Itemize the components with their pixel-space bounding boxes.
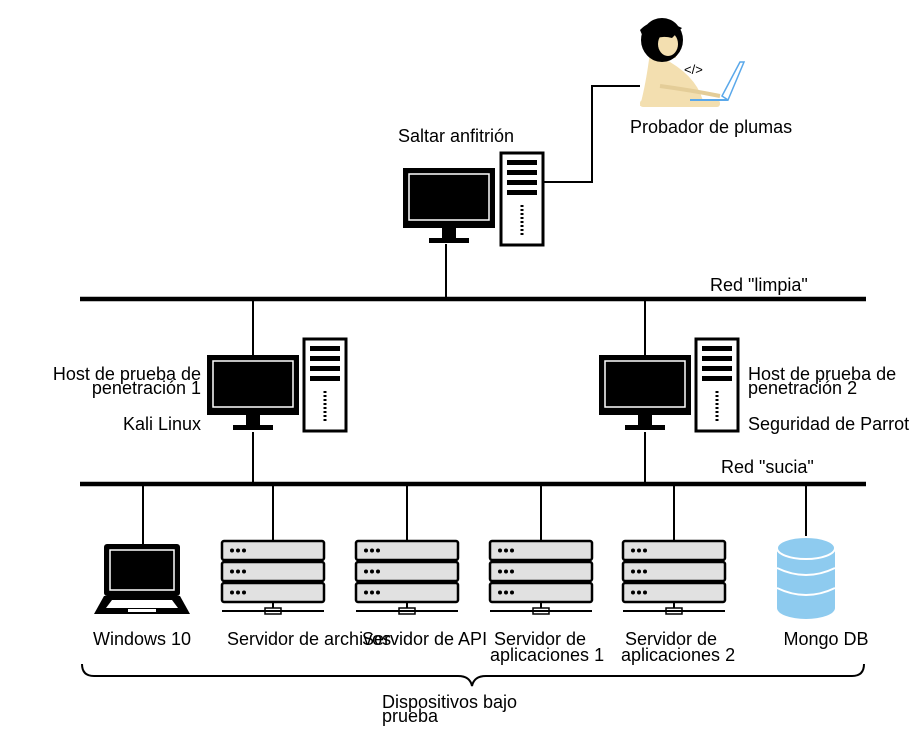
group-label-line1: Dispositivos bajo [382, 692, 517, 712]
jump-host-tower-icon [499, 151, 545, 247]
api-server-icon [354, 539, 460, 616]
laptop-icon [94, 544, 190, 614]
device-label-windows: Windows 10 [93, 629, 191, 649]
pentester-label: Probador de plumas [630, 117, 792, 137]
pentester-link [543, 85, 640, 183]
device-label-api-server: Servidor de API [362, 629, 487, 649]
pentest-host-1-monitor-icon [206, 354, 300, 431]
jump-host-monitor-icon [402, 167, 496, 244]
pentest-host-1-label-line2: penetración 1 [92, 378, 201, 398]
jump-host-label: Saltar anfitrión [398, 126, 514, 146]
pentest-host-2-label-line2: penetración 2 [748, 378, 857, 398]
device-label-app-server-1-line1: Servidor de [494, 629, 586, 649]
pentest-host-2-monitor-icon [598, 354, 692, 431]
pentest-host-1-os: Kali Linux [123, 414, 201, 434]
pentest-host-1-label-line1: Host de prueba de [53, 364, 201, 384]
pentest-host-1-tower-icon [302, 337, 348, 433]
dirty-network-label: Red "sucia" [721, 457, 814, 477]
pentest-host-2-tower-icon [694, 337, 740, 433]
pentester-icon [640, 18, 746, 107]
devices-brace [81, 663, 865, 687]
file-server-icon [220, 539, 326, 616]
device-label-app-server-2-line1: Servidor de [625, 629, 717, 649]
device-label-app-server-1-line2: aplicaciones 1 [490, 645, 604, 665]
device-label-file-server: Servidor de archivos [227, 629, 391, 649]
clean-network-label: Red "limpia" [710, 275, 808, 295]
app-server-1-icon [488, 539, 594, 616]
device-label-app-server-2-line2: aplicaciones 2 [621, 645, 735, 665]
pentest-host-2-label-line1: Host de prueba de [748, 364, 896, 384]
device-label-mongo: Mongo DB [783, 629, 868, 649]
database-icon [776, 536, 836, 619]
app-server-2-icon [621, 539, 727, 616]
group-label-line2: prueba [382, 706, 439, 726]
pentest-host-2-os: Seguridad de Parrot [748, 414, 909, 434]
code-glyph: </> [684, 62, 703, 77]
